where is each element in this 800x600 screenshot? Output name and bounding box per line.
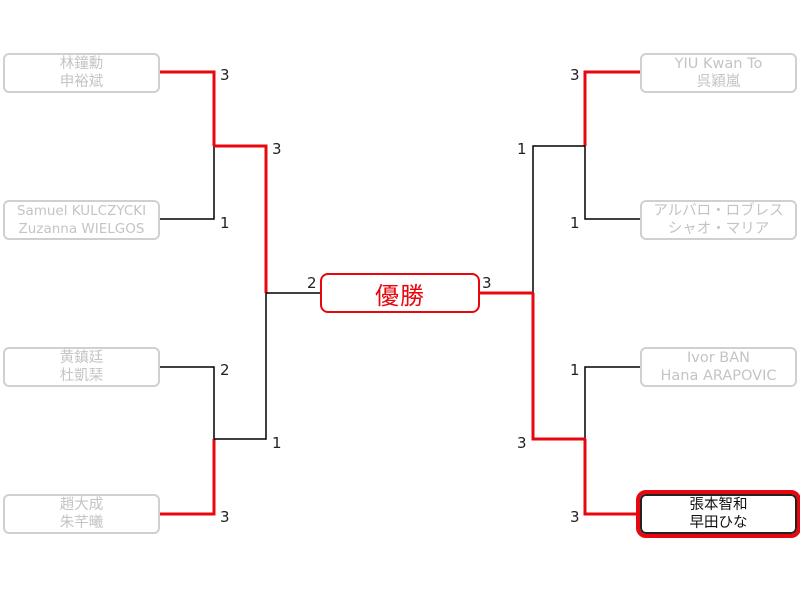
team-left-1[interactable]: 林鐘勳 申裕斌: [3, 53, 160, 93]
line-left-r1-team4: [160, 439, 216, 516]
score-left-r1-team3: 2: [220, 361, 230, 379]
team-player-2: 呉穎嵐: [696, 74, 741, 90]
team-right-2[interactable]: アルバロ・ロブレス シャオ・マリア: [640, 200, 797, 240]
line-left-r2-top: [214, 144, 268, 293]
score-left-r2-bottom: 1: [272, 434, 282, 452]
line-right-r2-bottom: [531, 293, 585, 441]
team-right-3[interactable]: Ivor BAN Hana ARAPOVIC: [640, 347, 797, 387]
team-player-2: 申裕斌: [59, 74, 104, 90]
line-left-r1-team2: [160, 146, 215, 220]
champion-box: 優勝: [320, 273, 480, 313]
team-player-1: Samuel KULCZYCKI: [16, 203, 147, 219]
team-player-1: Ivor BAN: [686, 350, 750, 366]
team-left-4[interactable]: 趙大成 朱芊曦: [3, 494, 160, 534]
team-right-4-winner[interactable]: 張本智和 早田ひな: [636, 490, 800, 538]
team-left-3[interactable]: 黄鎮廷 杜凱琹: [3, 347, 160, 387]
score-left-r1-team4: 3: [220, 508, 230, 526]
line-left-r1-team1: [160, 70, 216, 146]
team-player-1: 黄鎮廷: [59, 350, 104, 366]
team-player-2: Hana ARAPOVIC: [660, 368, 777, 384]
score-right-r1-team8: 3: [570, 508, 580, 526]
team-player-1: 趙大成: [59, 497, 104, 513]
line-right-r1-team7: [584, 366, 640, 439]
team-player-2: 早田ひな: [689, 515, 748, 531]
score-right-r2-top: 1: [517, 140, 527, 158]
line-right-r1-team8: [583, 439, 640, 516]
score-left-r1-team2: 1: [220, 214, 230, 232]
team-player-1: アルバロ・ロブレス: [653, 203, 784, 219]
score-right-r1-team5: 3: [570, 66, 580, 84]
score-left-final: 2: [307, 274, 317, 292]
line-right-r1-team5: [583, 70, 640, 146]
line-right-r1-team6: [584, 146, 640, 220]
line-left-r2-bottom: [214, 293, 267, 440]
team-player-2: Zuzanna WIELGOS: [18, 221, 145, 237]
team-right-1[interactable]: YIU Kwan To 呉穎嵐: [640, 53, 797, 93]
score-left-r2-top: 3: [272, 140, 282, 158]
line-right-r2-top: [532, 145, 585, 293]
score-right-r1-team7: 1: [570, 361, 580, 379]
team-player-1: YIU Kwan To: [674, 56, 763, 72]
score-left-r1-team1: 3: [220, 66, 230, 84]
team-player-2: シャオ・マリア: [667, 221, 770, 237]
team-player-2: 朱芊曦: [59, 515, 104, 531]
champion-label: 優勝: [375, 281, 425, 310]
team-player-1: 林鐘勳: [59, 56, 104, 72]
team-left-2[interactable]: Samuel KULCZYCKI Zuzanna WIELGOS: [3, 200, 160, 240]
score-right-r2-bottom: 3: [517, 434, 527, 452]
score-right-final: 3: [482, 274, 492, 292]
line-left-r1-team3: [160, 366, 215, 439]
team-player-1: 張本智和: [689, 497, 748, 513]
team-player-2: 杜凱琹: [59, 368, 104, 384]
score-right-r1-team6: 1: [570, 214, 580, 232]
